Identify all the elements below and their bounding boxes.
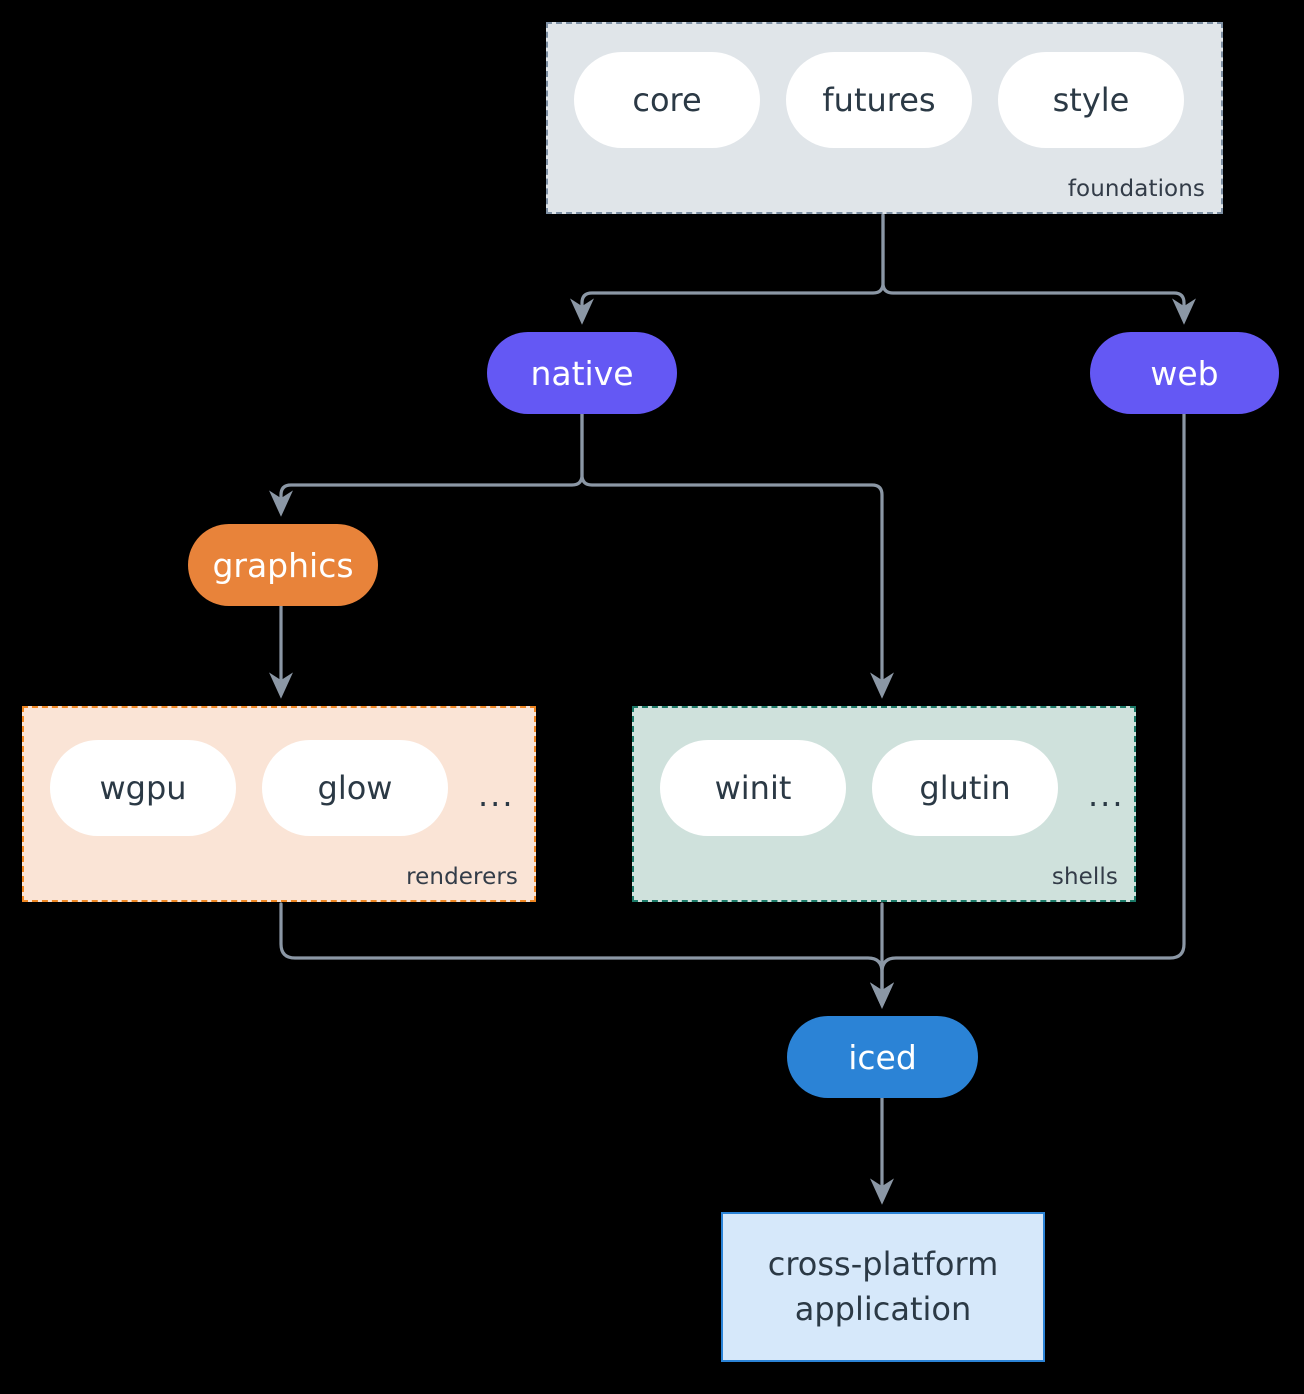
node-glow[interactable]: glow: [262, 740, 448, 836]
node-graphics[interactable]: graphics: [188, 524, 378, 606]
node-native[interactable]: native: [487, 332, 677, 414]
shells-ellipsis-icon: ...: [1088, 776, 1125, 814]
node-iced[interactable]: iced: [787, 1016, 978, 1098]
application-line-1: cross-platform: [767, 1245, 999, 1284]
cluster-renderers-items: wgpu glow ...: [50, 740, 519, 836]
edge-renderers-iced: [279, 902, 894, 1009]
cluster-shells: winit glutin ... shells: [632, 706, 1136, 902]
edge-native-graphics: [269, 412, 584, 517]
cluster-foundations: core futures style foundations: [546, 22, 1223, 214]
edge-native-shells: [580, 412, 894, 699]
node-style[interactable]: style: [998, 52, 1184, 148]
edge-foundations-web: [881, 213, 1196, 325]
node-cross-platform-application[interactable]: cross-platform application: [721, 1212, 1045, 1362]
node-glutin[interactable]: glutin: [872, 740, 1058, 836]
node-winit[interactable]: winit: [660, 740, 846, 836]
cluster-shells-label: shells: [1051, 864, 1118, 890]
cluster-renderers: wgpu glow ... renderers: [22, 706, 536, 902]
cluster-foundations-items: core futures style: [574, 52, 1184, 148]
node-wgpu[interactable]: wgpu: [50, 740, 236, 836]
cluster-shells-items: winit glutin ...: [660, 740, 1129, 836]
edge-foundations-native: [570, 213, 885, 325]
node-futures[interactable]: futures: [786, 52, 972, 148]
application-line-2: application: [794, 1290, 972, 1328]
node-core[interactable]: core: [574, 52, 760, 148]
renderers-ellipsis-icon: ...: [478, 776, 515, 814]
cluster-foundations-label: foundations: [1067, 176, 1205, 202]
cluster-renderers-label: renderers: [406, 864, 518, 890]
node-web[interactable]: web: [1090, 332, 1279, 414]
